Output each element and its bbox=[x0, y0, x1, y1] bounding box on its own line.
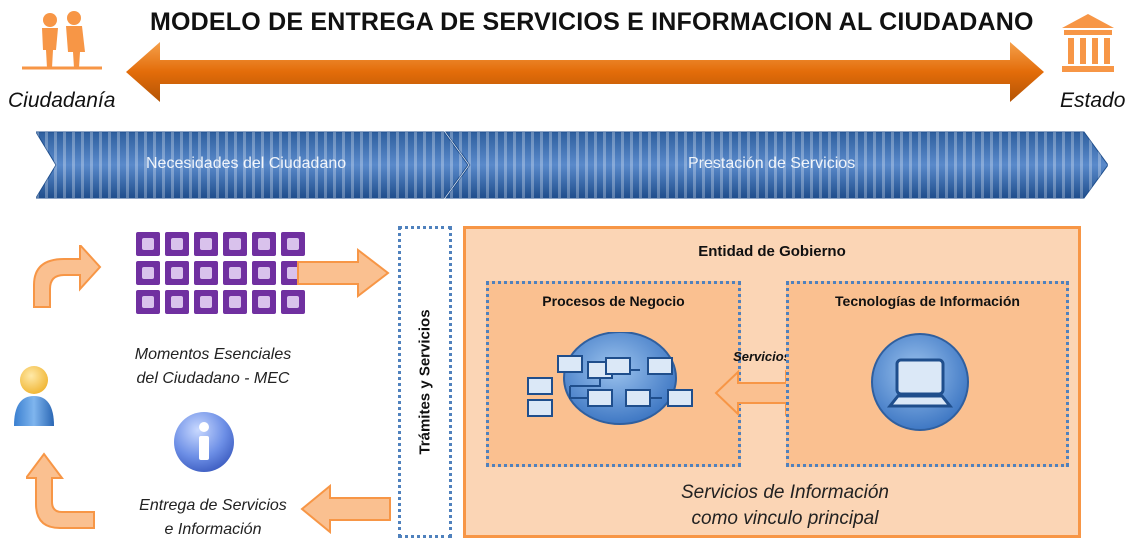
mec-grid-icon bbox=[165, 232, 189, 256]
servicios-link-label: Servicios bbox=[733, 349, 791, 364]
entrega-label-line2: e Información bbox=[164, 521, 262, 538]
laptop-icon bbox=[871, 333, 969, 431]
process-network-icon bbox=[527, 332, 693, 425]
mec-label-line1: Momentos Esenciales bbox=[134, 346, 292, 363]
arrow-right-to-tramites bbox=[297, 248, 390, 298]
banner-left-label: Necesidades del Ciudadano bbox=[146, 155, 347, 172]
person-icon bbox=[14, 366, 54, 426]
footer-line2: como vinculo principal bbox=[691, 508, 879, 529]
mec-label-line2: del Ciudadano - MEC bbox=[136, 370, 290, 387]
government-building-icon bbox=[1062, 14, 1114, 72]
ciudadania-label: Ciudadanía bbox=[8, 89, 116, 112]
process-banner bbox=[36, 131, 1108, 199]
citizens-icon bbox=[22, 11, 102, 70]
footer-line1: Servicios de Información bbox=[680, 482, 890, 503]
curved-arrow-up-right bbox=[33, 245, 102, 308]
mec-grid-icon bbox=[194, 261, 218, 285]
estado-label: Estado bbox=[1060, 89, 1125, 112]
servicios-informacion-caption: Servicios de Información como vinculo pr… bbox=[560, 480, 1010, 532]
mec-grid-icon bbox=[223, 290, 247, 314]
mec-label: Momentos Esenciales del Ciudadano - MEC bbox=[108, 343, 318, 391]
mec-grid-icon bbox=[252, 261, 276, 285]
diagram-title: MODELO DE ENTREGA DE SERVICIOS E INFORMA… bbox=[150, 8, 1034, 36]
curved-arrow-left-up bbox=[26, 452, 95, 529]
mec-grid-icon bbox=[194, 290, 218, 314]
mec-grid-icon bbox=[281, 290, 305, 314]
mec-grid-icon bbox=[136, 232, 160, 256]
info-icon bbox=[174, 412, 234, 472]
tecnologias-informacion-label: Tecnologías de Información bbox=[835, 293, 1020, 309]
mec-grid-icon bbox=[165, 290, 189, 314]
mec-grid-icon bbox=[136, 261, 160, 285]
arrow-left-to-entrega bbox=[300, 484, 391, 534]
mec-grid-icon bbox=[252, 290, 276, 314]
mec-grid-icon bbox=[223, 261, 247, 285]
mec-grid-icon bbox=[252, 232, 276, 256]
entrega-label-line1: Entrega de Servicios bbox=[139, 497, 287, 514]
banner-right-label: Prestación de Servicios bbox=[688, 155, 856, 172]
tramites-servicios-label: Trámites y Servicios bbox=[416, 309, 434, 455]
entidad-gobierno-label: Entidad de Gobierno bbox=[698, 243, 846, 260]
entrega-label: Entrega de Servicios e Información bbox=[108, 494, 318, 542]
mec-grid-icon bbox=[281, 232, 305, 256]
mec-grid-icon bbox=[136, 290, 160, 314]
double-arrow bbox=[126, 42, 1044, 102]
procesos-negocio-label: Procesos de Negocio bbox=[542, 293, 685, 309]
tramites-servicios-box: Trámites y Servicios bbox=[398, 226, 452, 538]
mec-grid-icon bbox=[223, 232, 247, 256]
mec-grid-icon bbox=[165, 261, 189, 285]
mec-icon-grid bbox=[136, 232, 305, 314]
mec-grid-icon bbox=[194, 232, 218, 256]
